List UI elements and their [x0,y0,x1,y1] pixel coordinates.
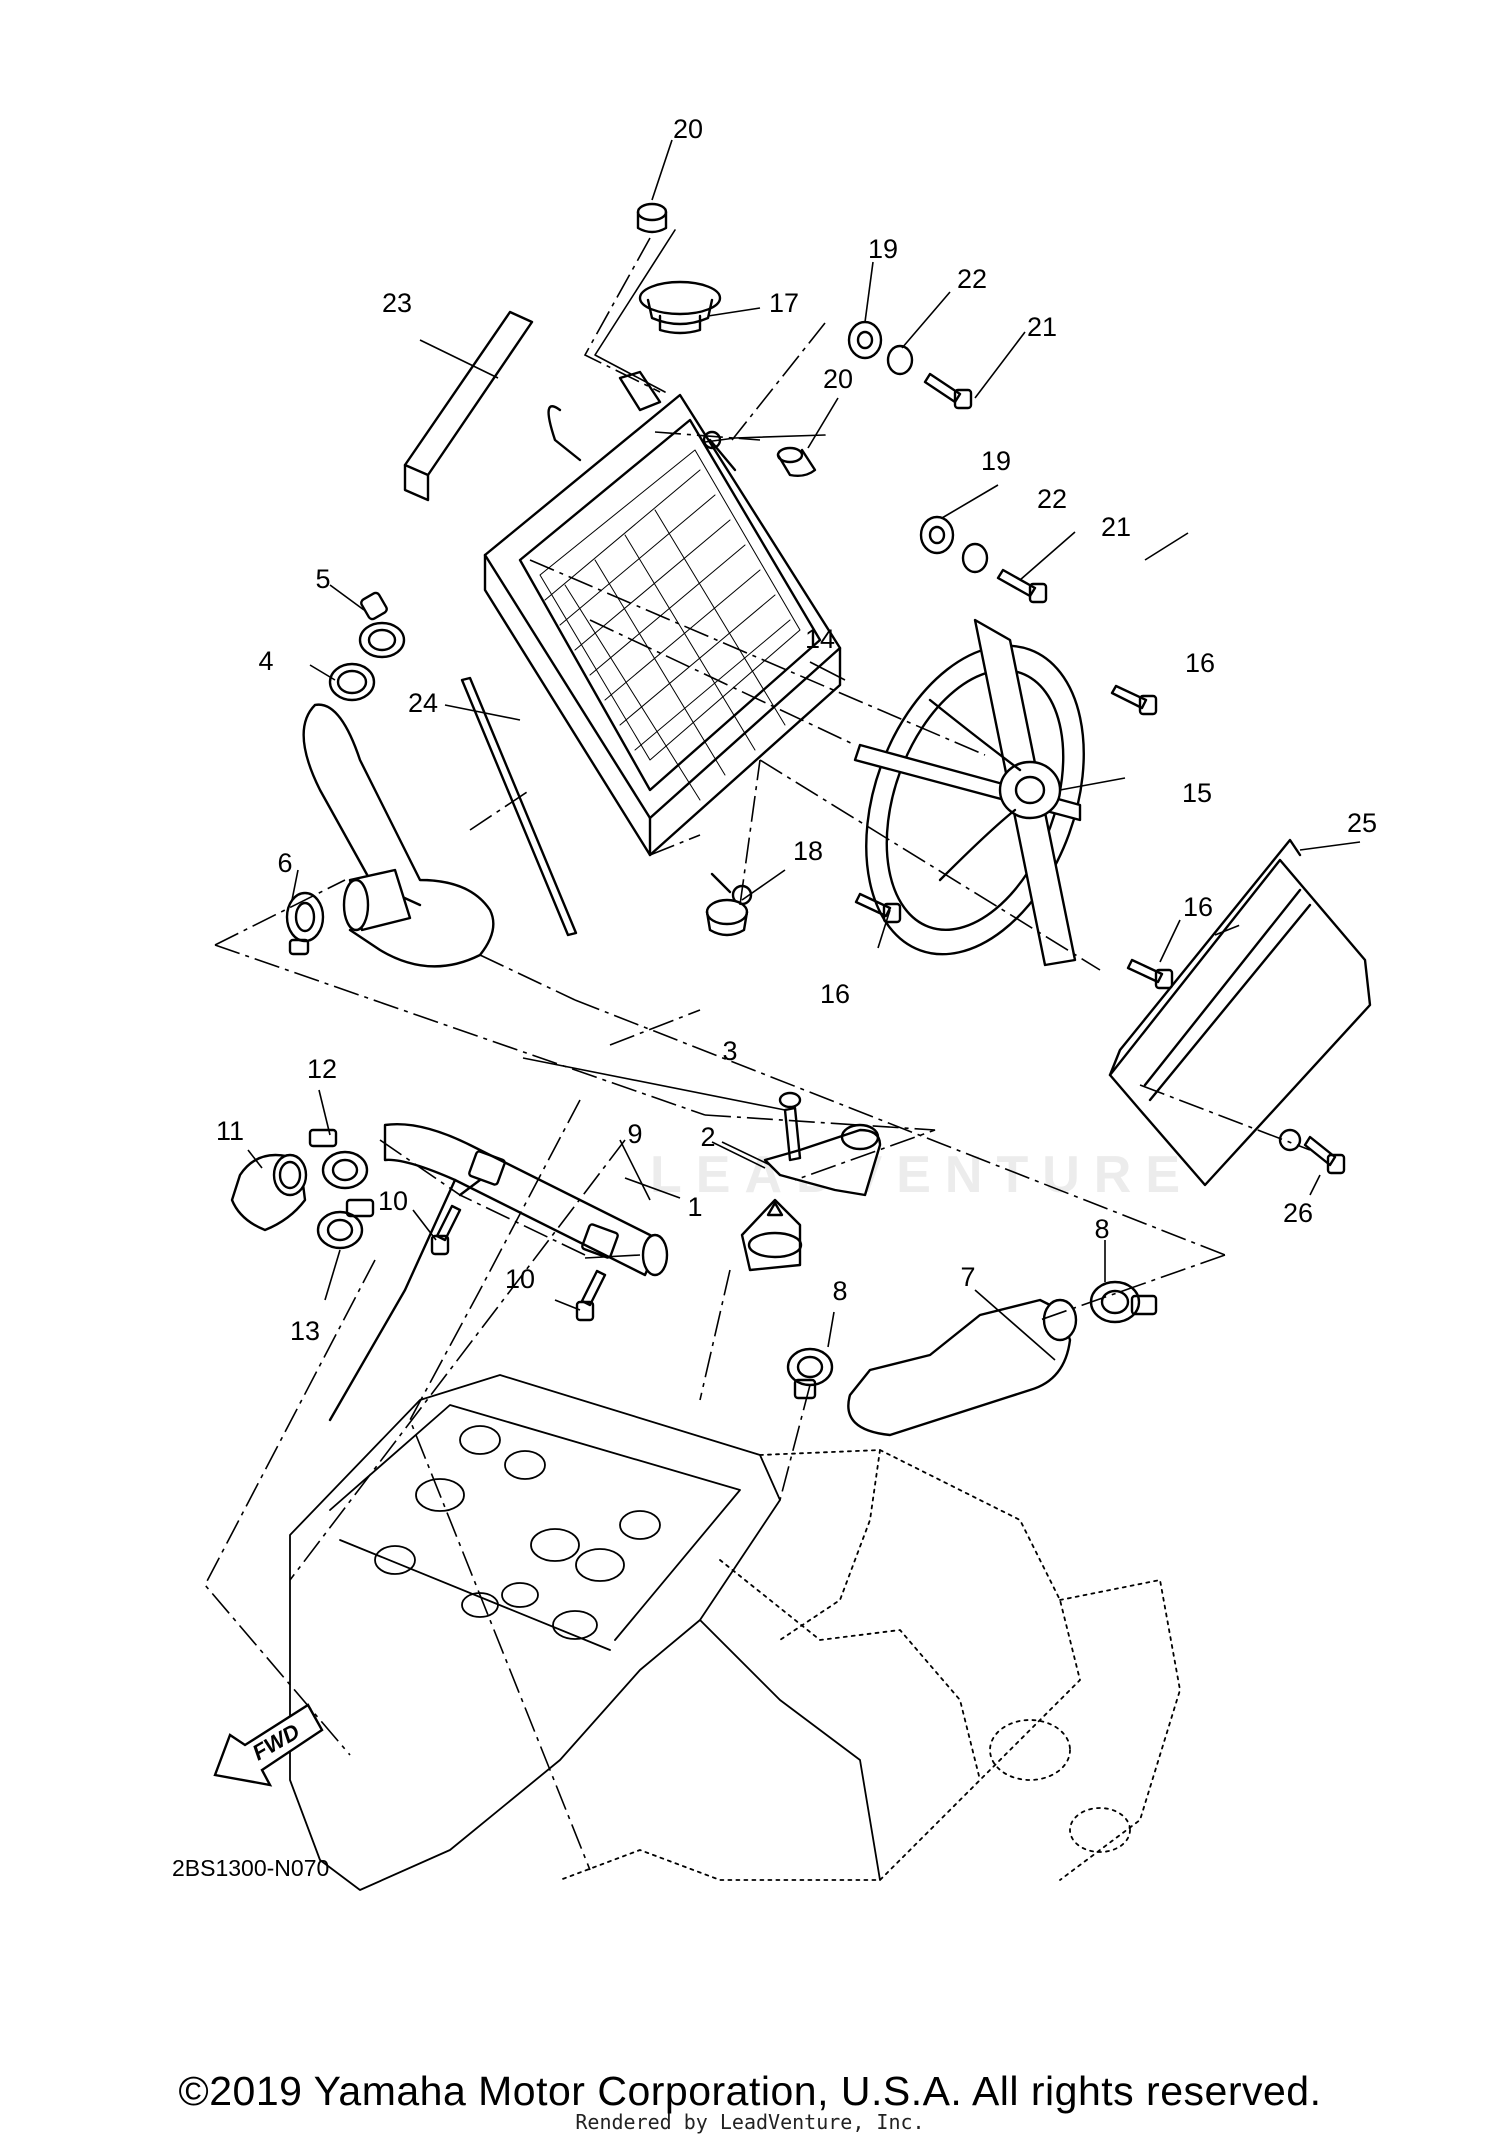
diagram-code: 2BS1300-N070 [172,1855,330,1881]
collar-top [636,202,668,234]
callout: 7 [960,1262,975,1292]
callout: 25 [1347,808,1377,838]
engine-block [289,1374,1181,1891]
hose-end-6 [342,868,412,932]
radiator-cap [638,280,722,335]
clamp-13 [316,1198,375,1250]
callout: 24 [408,688,438,718]
callout: 16 [820,979,850,1009]
clamp-8-a [786,1347,834,1400]
seal-strip [403,310,534,502]
foam-strip [460,676,578,937]
thermostat-cover [763,1123,882,1197]
bolt-16-b [854,892,902,924]
collar-mid [776,446,817,478]
callout: 17 [769,288,799,318]
callout: 20 [673,114,703,144]
callout: 21 [1101,512,1131,542]
callout: 19 [868,234,898,264]
callout: 23 [382,288,412,318]
bolt-16-a [1110,684,1158,716]
bolt-26 [1303,1135,1346,1175]
callout: 10 [505,1264,535,1294]
radiator [483,370,842,906]
callout: 12 [307,1054,337,1084]
callout: 16 [1185,648,1215,678]
callout: 9 [627,1119,642,1149]
callout: 4 [258,646,273,676]
callout: 1 [687,1192,702,1222]
fan-shroud [1108,838,1372,1187]
callout: 14 [805,624,835,654]
water-pipe [328,1123,669,1422]
bolt-10-a [430,1204,462,1256]
callout: 13 [290,1316,320,1346]
fan-assembly [853,618,1085,967]
callout-labels: 20 17 19 22 21 23 20 19 22 21 5 4 14 16 … [216,114,1377,1346]
callout: 22 [1037,484,1067,514]
callout: 10 [378,1186,408,1216]
callout: 6 [277,848,292,878]
thermostat [740,1198,803,1272]
hose-11 [230,1153,308,1232]
callout: 5 [315,564,330,594]
copyright-notice: ©2019 Yamaha Motor Corporation, U.S.A. A… [178,2068,1322,2114]
rendered-by-notice: Rendered by LeadVenture, Inc. [575,2110,925,2134]
grommet-18 [705,898,749,937]
bolt-16-c [1126,958,1174,990]
fwd-arrow: FWD [213,1703,324,1787]
callout: 26 [1283,1198,1313,1228]
callout: 2 [700,1122,715,1152]
callout: 15 [1182,778,1212,808]
callout: 11 [216,1116,244,1146]
grommet-upper [847,320,973,410]
callout: 3 [722,1036,737,1066]
bolt-10-b [575,1269,607,1322]
clamp-5 [358,591,406,659]
callout: 8 [832,1276,847,1306]
clamp-12 [308,1128,369,1190]
callout: 8 [1094,1214,1109,1244]
clamp-8-b [1089,1280,1158,1324]
callout: 16 [1183,892,1213,922]
callout: 22 [957,264,987,294]
lower-hose [847,1298,1078,1437]
clamp-6 [285,891,325,956]
callout: 20 [823,364,853,394]
bolt-3 [778,1091,802,1162]
grommet-lower [919,515,1048,604]
callout: 18 [793,836,823,866]
callout: 21 [1027,312,1057,342]
callout: 19 [981,446,1011,476]
